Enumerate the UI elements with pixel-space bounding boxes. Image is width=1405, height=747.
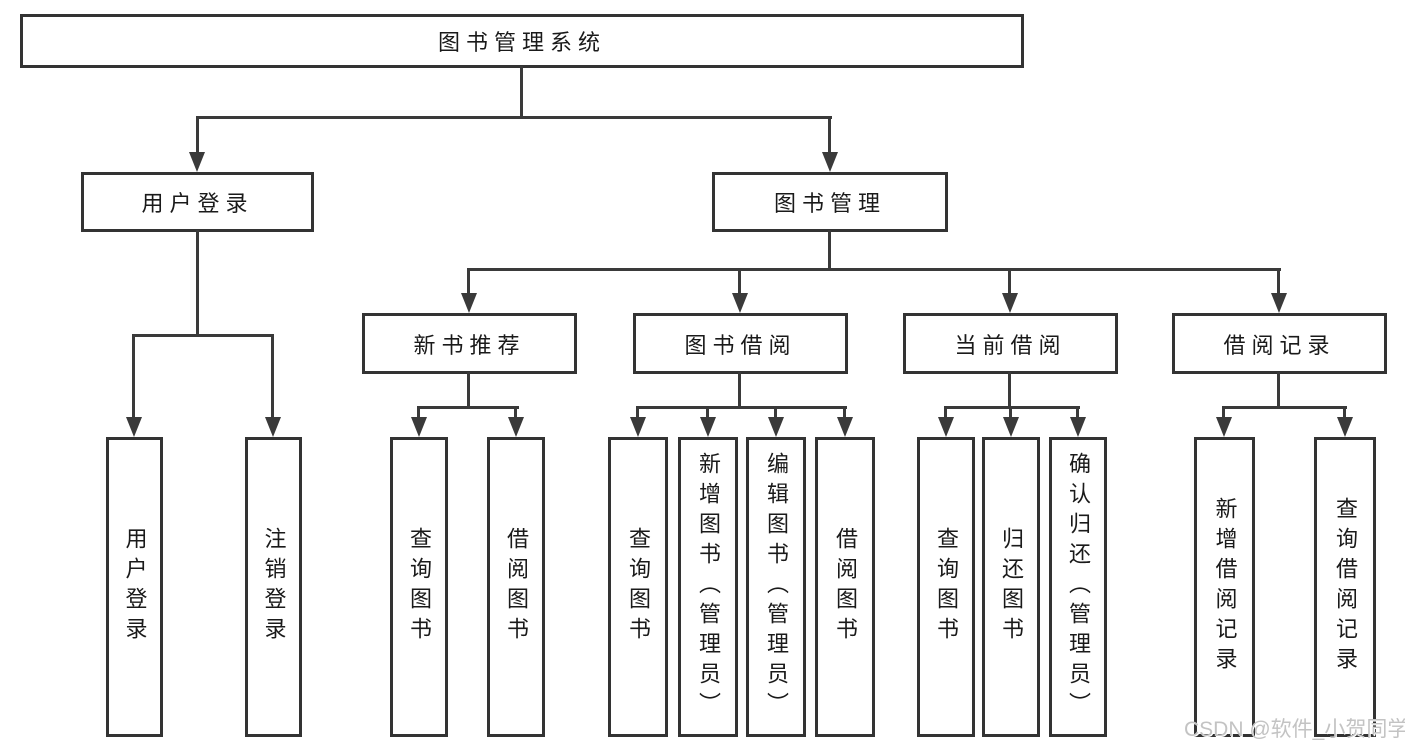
connector-drop-recd-query [1343,406,1346,420]
connector-current-hbar [944,406,1080,409]
arrowhead-leaf-user-login [126,417,142,437]
leaf-query-books-current-label: 查询图书 [934,527,959,647]
arrowhead-cur-confirm [1070,417,1086,437]
connector-current-stem [1008,372,1011,409]
connector-drop-bor-query [636,406,639,420]
leaf-query-books-current: 查询图书 [917,437,975,737]
leaf-add-books-admin-label: 新增图书（管理员） [696,452,721,722]
connector-drop-bor-add [706,406,709,420]
leaf-query-books-recommend-label: 查询图书 [407,527,432,647]
connector-mgmt-stem [828,230,831,271]
leaf-confirm-return-admin: 确认归还（管理员） [1049,437,1107,737]
connector-records-hbar [1222,406,1347,409]
arrowhead-records [1271,293,1287,313]
arrowhead-leaf-logout [265,417,281,437]
connector-recommend-stem [467,372,470,409]
connector-drop-recommend [467,268,470,296]
arrowhead-bor-edit [768,417,784,437]
node-book-management: 图书管理 [712,172,948,232]
connector-drop-records [1277,268,1280,296]
leaf-edit-books-admin: 编辑图书（管理员） [746,437,806,737]
leaf-edit-books-admin-label: 编辑图书（管理员） [764,452,789,722]
leaf-return-books-label: 归还图书 [999,527,1024,647]
csdn-watermark: CSDN @软件_小贺同学 [1184,718,1405,741]
leaf-logout: 注销登录 [245,437,302,737]
leaf-user-login-label: 用户登录 [122,527,148,647]
arrowhead-recd-add [1216,417,1232,437]
connector-root-stem [520,66,523,118]
leaf-add-borrow-record: 新增借阅记录 [1194,437,1255,737]
arrowhead-bor-query [630,417,646,437]
leaf-query-books-recommend: 查询图书 [390,437,448,737]
arrowhead-book-management [822,152,838,172]
connector-recommend-hbar [417,406,519,409]
connector-drop-borrow [738,268,741,296]
connector-mgmt-hbar [467,268,1281,271]
connector-login-hbar [132,334,274,337]
connector-drop-leaf-user-login [132,334,135,420]
leaf-borrow-books-recommend-label: 借阅图书 [504,527,529,647]
arrowhead-cur-query [938,417,954,437]
leaf-query-borrow-record-label: 查询借阅记录 [1333,497,1358,677]
node-user-login-label: 用户登录 [141,191,254,216]
node-borrow-records-label: 借阅记录 [1223,332,1336,358]
connector-drop-cur-return [1009,406,1012,420]
connector-drop-leaf-logout [271,334,274,420]
leaf-query-books-borrow-label: 查询图书 [626,527,651,647]
connector-drop-user-login [196,116,199,156]
leaf-add-books-admin: 新增图书（管理员） [678,437,738,737]
node-borrow-records: 借阅记录 [1172,313,1387,374]
node-current-borrow-label: 当前借阅 [954,332,1067,358]
connector-drop-rec-borrow [514,406,517,420]
arrowhead-recd-query [1337,417,1353,437]
leaf-borrow-books-recommend: 借阅图书 [487,437,545,737]
arrowhead-cur-return [1003,417,1019,437]
connector-login-stem [196,230,199,337]
leaf-query-borrow-record: 查询借阅记录 [1314,437,1376,737]
connector-drop-cur-confirm [1076,406,1079,420]
leaf-user-login: 用户登录 [106,437,163,737]
arrowhead-bor-borrow [837,417,853,437]
leaf-confirm-return-admin-label: 确认归还（管理员） [1066,452,1091,722]
leaf-add-borrow-record-label: 新增借阅记录 [1212,497,1238,677]
connector-drop-book-management [828,116,831,156]
arrowhead-current [1002,293,1018,313]
arrowhead-rec-borrow [508,417,524,437]
connector-borrow-hbar [636,406,847,409]
leaf-borrow-books-label: 借阅图书 [833,527,858,647]
leaf-logout-label: 注销登录 [261,527,287,647]
arrowhead-user-login [189,152,205,172]
arrowhead-recommend [461,293,477,313]
node-book-management-label: 图书管理 [773,191,886,216]
connector-drop-current [1008,268,1011,296]
connector-drop-cur-query [944,406,947,420]
leaf-borrow-books: 借阅图书 [815,437,875,737]
connector-drop-rec-query [417,406,420,420]
arrowhead-rec-query [411,417,427,437]
arrowhead-bor-add [700,417,716,437]
node-new-book-recommend-label: 新书推荐 [413,332,526,358]
leaf-query-books-borrow: 查询图书 [608,437,668,737]
node-user-login: 用户登录 [81,172,314,232]
leaf-return-books: 归还图书 [982,437,1040,737]
node-root-library-system: 图书管理系统 [20,14,1024,68]
connector-drop-bor-borrow [843,406,846,420]
node-new-book-recommend: 新书推荐 [362,313,577,374]
node-current-borrow: 当前借阅 [903,313,1118,374]
node-book-borrow: 图书借阅 [633,313,848,374]
connector-drop-recd-add [1222,406,1225,420]
node-book-borrow-label: 图书借阅 [684,332,797,358]
connector-borrow-stem [738,372,741,409]
connector-level1-hbar [196,116,832,119]
arrowhead-borrow [732,293,748,313]
connector-records-stem [1277,372,1280,409]
connector-drop-bor-edit [774,406,777,420]
node-root-label: 图书管理系统 [437,30,606,55]
